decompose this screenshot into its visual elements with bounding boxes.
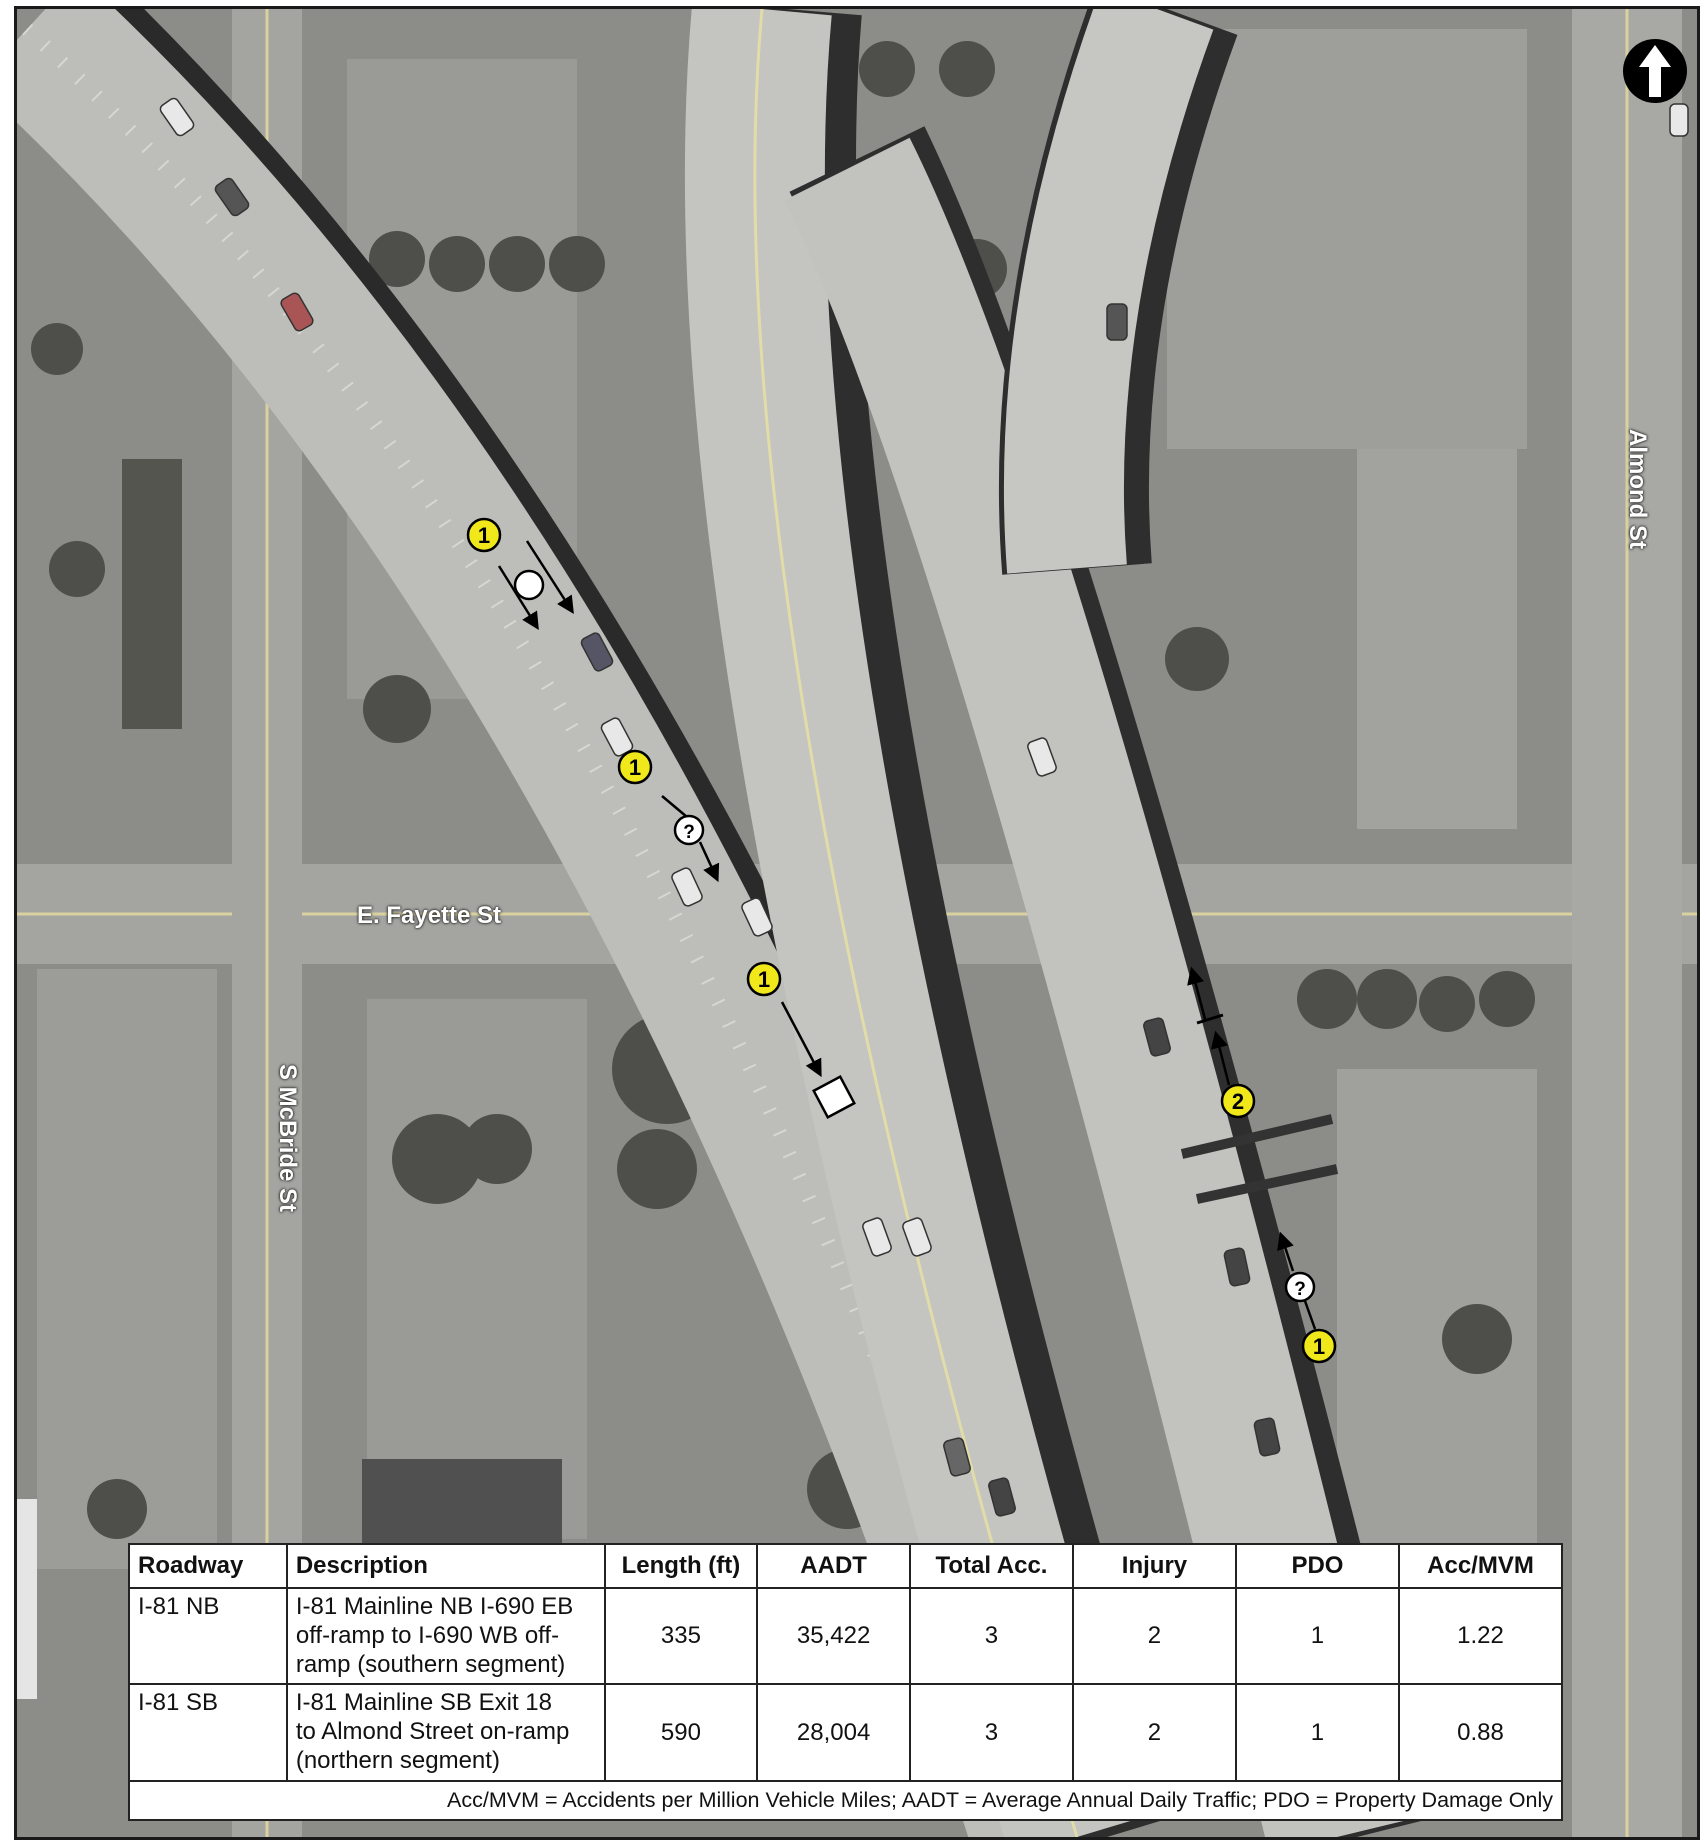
col-roadway: Roadway — [128, 1543, 288, 1589]
svg-text:1: 1 — [1313, 1334, 1325, 1359]
svg-text:1: 1 — [758, 967, 770, 992]
table-header-row: Roadway Description Length (ft) AADT Tot… — [128, 1543, 1564, 1589]
svg-text:?: ? — [683, 822, 695, 843]
cell-aadt: 35,422 — [756, 1586, 911, 1686]
cell-accmvm: 1.22 — [1397, 1586, 1564, 1686]
cell-description: I-81 Mainline SB Exit 18 to Almond Stree… — [285, 1683, 606, 1782]
trees — [31, 41, 1535, 1539]
crash-marker-1d — [1301, 1328, 1337, 1364]
table-footnote: Acc/MVM = Accidents per Million Vehicle … — [128, 1779, 1563, 1821]
parking-lot — [1167, 29, 1527, 449]
i690-ramp — [784, 137, 1406, 1837]
cell-aadt: 28,004 — [756, 1683, 911, 1782]
parking-lot — [1357, 449, 1517, 829]
cell-length: 590 — [603, 1683, 759, 1782]
head-on-marker-icon — [1196, 1013, 1224, 1025]
street-label-fayette: E. Fayette St — [357, 902, 502, 929]
cell-roadway: I-81 NB — [128, 1586, 288, 1686]
square-marker-icon — [812, 1075, 856, 1119]
building — [17, 1499, 37, 1699]
unknown-marker-icon — [1284, 1271, 1316, 1303]
crash-marker-1c — [746, 961, 782, 997]
cell-pdo: 1 — [1234, 1586, 1400, 1686]
table-row: I-81 NB I-81 Mainline NB I-690 EB off-ra… — [128, 1586, 1564, 1686]
col-pdo: PDO — [1234, 1543, 1400, 1589]
cell-roadway: I-81 SB — [128, 1683, 288, 1782]
cell-injury: 2 — [1071, 1683, 1237, 1782]
parking-lot — [37, 969, 217, 1569]
col-aadt: AADT — [756, 1543, 911, 1589]
cell-description: I-81 Mainline NB I-690 EB off-ramp to I-… — [285, 1586, 606, 1686]
svg-text:1: 1 — [629, 755, 641, 780]
parking-lot — [367, 999, 587, 1539]
crash-marker-2 — [1220, 1083, 1256, 1119]
col-total: Total Acc. — [908, 1543, 1074, 1589]
building — [122, 459, 182, 729]
cell-injury: 2 — [1071, 1586, 1237, 1686]
crash-number-markers: 1 1 1 2 1 — [466, 517, 1337, 1364]
street-label-almond: Almond St — [1624, 429, 1651, 549]
aerial-map: ? ? 1 1 1 2 1 — [17, 9, 1697, 1837]
crash-marker-1b — [617, 749, 653, 785]
cell-pdo: 1 — [1234, 1683, 1400, 1782]
north-arrow-icon — [1623, 39, 1687, 103]
table-row: I-81 SB I-81 Mainline SB Exit 18 to Almo… — [128, 1683, 1564, 1782]
col-description: Description — [285, 1543, 606, 1589]
map-frame: ? ? 1 1 1 2 1 E. Fayette St S McBride — [14, 6, 1700, 1840]
unknown-marker-icon — [673, 814, 705, 846]
col-length: Length (ft) — [603, 1543, 759, 1589]
crash-marker-1a — [466, 517, 502, 553]
cell-total: 3 — [908, 1683, 1074, 1782]
cell-total: 3 — [908, 1586, 1074, 1686]
svg-text:1: 1 — [478, 523, 490, 548]
cell-accmvm: 0.88 — [1397, 1683, 1564, 1782]
table-footnote-row: Acc/MVM = Accidents per Million Vehicle … — [128, 1779, 1563, 1821]
cell-length: 335 — [603, 1586, 759, 1686]
vehicles — [159, 97, 1689, 1517]
ramp-upper — [1003, 9, 1214, 574]
svg-text:2: 2 — [1232, 1089, 1244, 1114]
crash-symbols: ? ? — [497, 540, 1317, 1330]
svg-text:?: ? — [1294, 1279, 1306, 1300]
building — [362, 1459, 562, 1559]
col-accmvm: Acc/MVM — [1397, 1543, 1564, 1589]
circle-marker-icon — [513, 569, 545, 601]
street-label-mcbride: S McBride St — [274, 1064, 301, 1213]
col-injury: Injury — [1071, 1543, 1237, 1589]
crash-summary-table: Roadway Description Length (ft) AADT Tot… — [128, 1543, 1564, 1821]
parking-lot — [1337, 1069, 1537, 1549]
